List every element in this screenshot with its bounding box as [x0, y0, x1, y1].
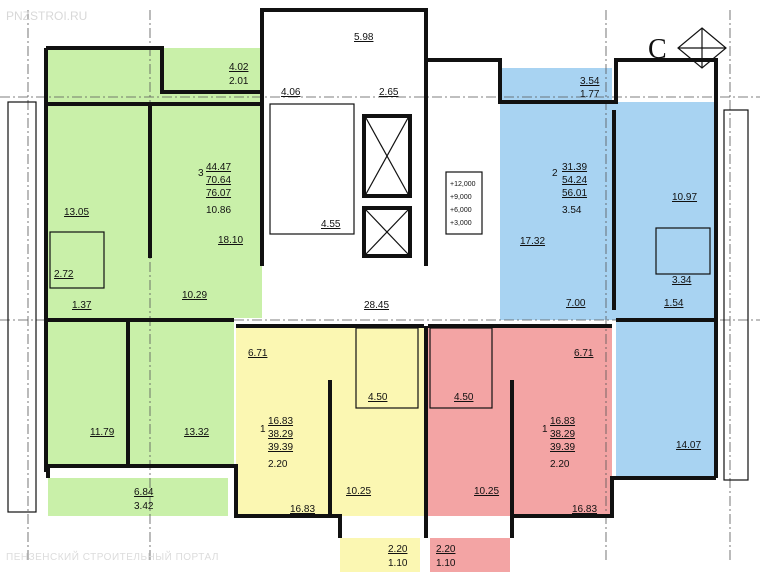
blue-zone-lower [616, 318, 716, 478]
staircase [269, 103, 355, 235]
room-area: 6.71 [248, 348, 268, 359]
green-balcony-top [162, 56, 258, 92]
green-zone-lower [46, 318, 234, 466]
room-area: 6.71 [574, 348, 594, 359]
apt-number: 3 [198, 168, 204, 179]
room-area: 4.06 [281, 87, 301, 98]
room-area: 2.20 [388, 544, 408, 555]
apt-area: 38.29 [550, 429, 575, 440]
balcony-pink [430, 538, 510, 572]
elevation-mark: +6,000 [450, 207, 472, 214]
lift-crosses [365, 117, 409, 255]
lift-shaft-2 [362, 206, 412, 258]
apt-total-area: 39.39 [268, 442, 293, 453]
apt-balcony-area: 10.86 [206, 205, 231, 216]
elevation-box [445, 171, 483, 235]
apartment-one-room-right-summary: 1 16.83 38.29 39.39 2.20 [542, 416, 575, 470]
room-area: 10.25 [474, 486, 499, 497]
room-area: 4.02 [229, 62, 249, 73]
apt-number: 1 [542, 424, 548, 435]
room-area: 3.54 [580, 76, 600, 87]
bath-blue [655, 227, 711, 275]
bath-yellow [355, 327, 419, 409]
apt-balcony-area: 2.20 [550, 459, 570, 470]
room-area: 7.00 [566, 298, 586, 309]
room-area: 10.97 [672, 192, 697, 203]
room-area: 4.55 [321, 219, 341, 230]
room-area: 10.25 [346, 486, 371, 497]
watermark-bottom: ПЕНЗЕНСКИЙ СТРОИТЕЛЬНЫЙ ПОРТАЛ [6, 550, 219, 563]
apt-area: 70.64 [206, 175, 231, 186]
room-area: 4.50 [368, 392, 388, 403]
elevation-mark: +9,000 [450, 194, 472, 201]
apt-total-area: 56.01 [562, 188, 587, 199]
room-area: 14.07 [676, 440, 701, 451]
room-area: 11.79 [90, 427, 115, 438]
apartment-three-room-zone [46, 48, 262, 516]
side-loggia-right [723, 109, 749, 481]
room-area: 1.37 [72, 300, 92, 311]
blue-balcony-top [502, 68, 612, 102]
lift-cross [365, 209, 409, 255]
room-area: 16.83 [290, 504, 315, 515]
room-area: 3.34 [672, 275, 692, 286]
room-area: 2.01 [229, 76, 249, 87]
room-area: 10.29 [182, 290, 207, 301]
room-area: 1.77 [580, 89, 600, 100]
blue-zone-upper [500, 102, 714, 320]
room-area: 18.10 [218, 235, 243, 246]
room-area-labels: 4.02 2.01 5.98 4.06 2.65 4.55 3.54 1.77 … [54, 32, 701, 569]
lift-shaft-1 [362, 114, 412, 198]
elevation-mark: +3,000 [450, 220, 472, 227]
apt-total-area: 39.39 [550, 442, 575, 453]
room-area: 13.32 [184, 427, 209, 438]
apt-living-area: 16.83 [268, 416, 293, 427]
walls [7, 8, 749, 538]
apartment-one-room-left-summary: 1 16.83 38.29 39.39 2.20 [260, 416, 293, 470]
room-area: 3.42 [134, 501, 154, 512]
room-area: 1.10 [388, 558, 408, 569]
side-loggia-left [7, 101, 37, 513]
outer-wall-bottom-left [48, 464, 342, 538]
lift-cross [365, 117, 409, 195]
apt-number: 1 [260, 424, 266, 435]
apt-area: 38.29 [268, 429, 293, 440]
room-area: 4.50 [454, 392, 474, 403]
outer-wall-bottom-right [510, 476, 716, 538]
bath-green [49, 231, 105, 289]
apt-balcony-area: 3.54 [562, 205, 582, 216]
room-area: 1.54 [664, 298, 684, 309]
apt-living-area: 16.83 [550, 416, 575, 427]
room-area: 28.45 [364, 300, 389, 311]
room-area: 2.20 [436, 544, 456, 555]
room-area: 16.83 [572, 504, 597, 515]
apartment-three-room-summary: 3 44.47 70.64 76.07 10.86 [198, 162, 231, 216]
room-area: 5.98 [354, 32, 374, 43]
outer-wall-left [44, 48, 50, 478]
compass-rose-icon [677, 27, 727, 69]
room-area: 2.65 [379, 87, 399, 98]
apt-total-area: 76.07 [206, 188, 231, 199]
green-balcony-bottom [48, 478, 228, 516]
apt-area: 54.24 [562, 175, 587, 186]
room-area: 17.32 [520, 236, 545, 247]
apt-balcony-area: 2.20 [268, 459, 288, 470]
apt-living-area: 31.39 [562, 162, 587, 173]
apt-number: 2 [552, 168, 558, 179]
compass-letter: С [648, 34, 667, 65]
room-area: 1.10 [436, 558, 456, 569]
bath-pink [429, 327, 493, 409]
apartment-two-room-summary: 2 31.39 54.24 56.01 3.54 [552, 162, 587, 216]
room-area: 13.05 [64, 207, 89, 218]
apartment-two-room-zone [500, 68, 716, 478]
room-area: 2.72 [54, 269, 74, 280]
elevation-mark: +12,000 [450, 181, 476, 188]
apartment-one-room-right-zone [428, 326, 612, 516]
room-area: 6.84 [134, 487, 154, 498]
balcony-yellow [340, 538, 420, 572]
apt-living-area: 44.47 [206, 162, 231, 173]
watermark-top: PNZSTROI.RU [6, 9, 87, 23]
